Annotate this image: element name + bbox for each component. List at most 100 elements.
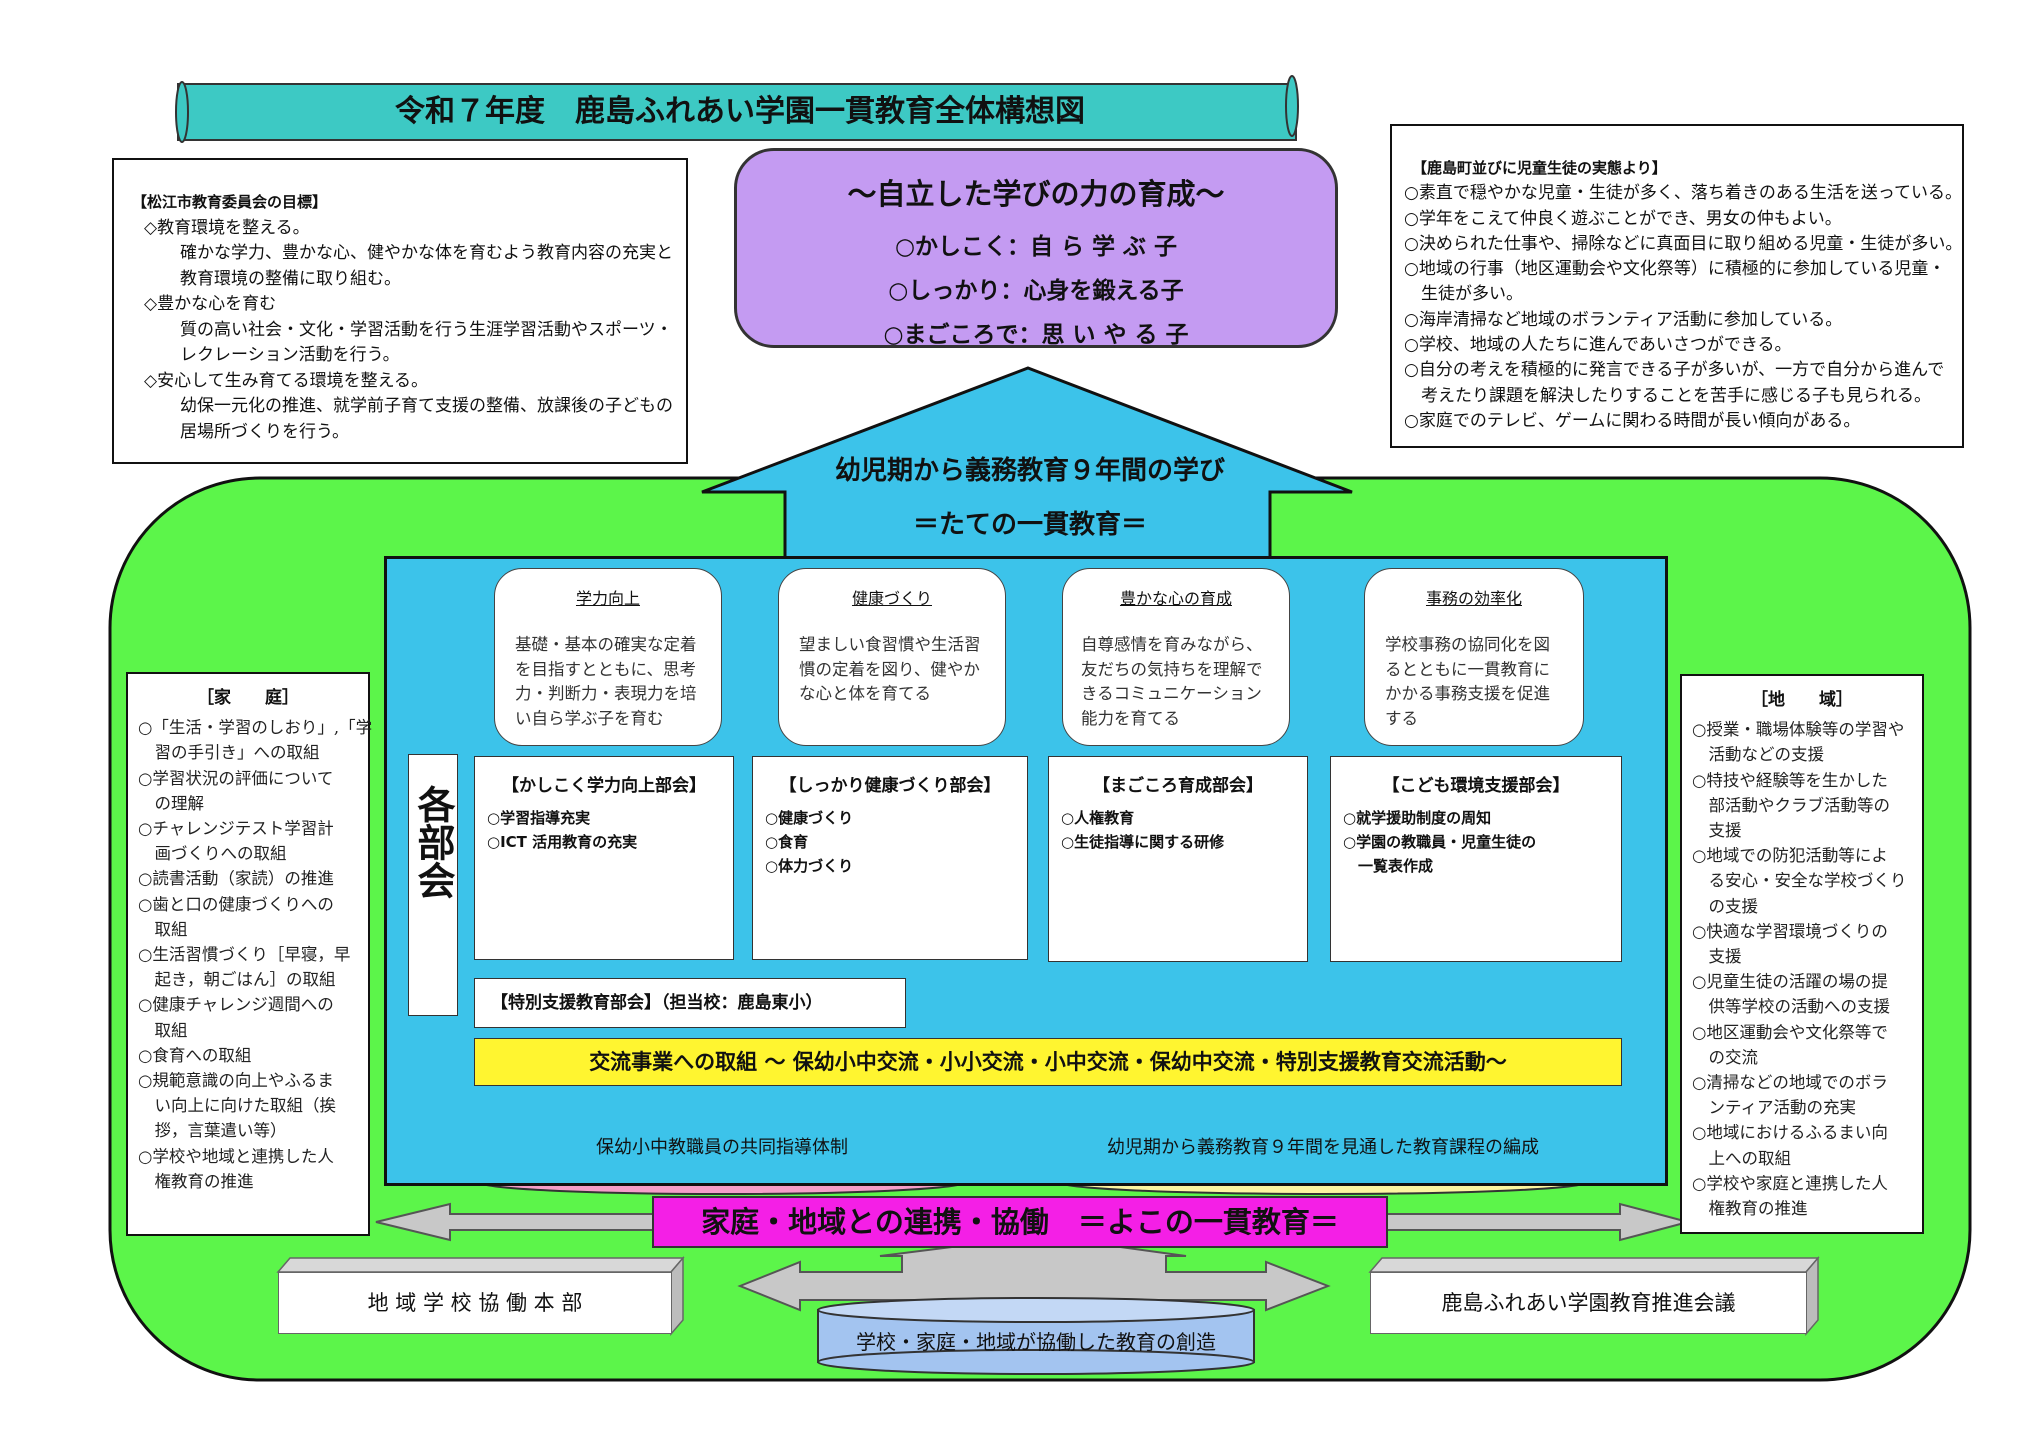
home-line: 取組 <box>138 919 188 939</box>
goal-line-1: ○かしこく：自 ら 学 ぶ 子 <box>894 234 1178 260</box>
bottom-cylinder-label: 学校・家庭・地域が協働した教育の創造 <box>856 1330 1216 1354</box>
town-status-line: ○学年をこえて仲良く遊ぶことができ、男女の仲もよい。 <box>1404 208 1842 229</box>
focus-card-line: るとともに一貫教育に <box>1385 659 1550 679</box>
home-line: ○歯と口の健康づくりへの <box>138 894 334 914</box>
committee-box: 【まごころ育成部会】 ○人権教育 ○生徒指導に関する研修 <box>1048 756 1308 962</box>
community-line: 支援 <box>1692 947 1742 967</box>
home-line: 起き，朝ごはん］の取組 <box>138 970 336 990</box>
committee-title: 【しっかり健康づくり部会】 <box>779 776 1001 796</box>
board-goal-line: 居場所づくりを行う。 <box>180 421 349 442</box>
arrow-line-1: 幼児期から義務教育９年間の学び <box>834 456 1225 486</box>
board-goal-line: 幼保一元化の推進、就学前子育て支援の整備、放課後の子どもの <box>180 396 673 416</box>
committee-item: ○健康づくり <box>765 809 854 827</box>
board-goal-line: ◇教育環境を整える。 <box>144 217 310 238</box>
focus-card-title: 健康づくり <box>851 589 932 608</box>
right-block: 鹿島ふれあい学園教育推進会議 <box>1370 1272 1807 1334</box>
focus-card-line: 学校事務の協同化を図 <box>1385 635 1550 654</box>
community-line: ○快適な学習環境づくりの <box>1692 921 1888 941</box>
focus-card: 豊かな心の育成 自尊感情を育みながら、 友だちの気持ちを理解で きるコミュニケー… <box>1062 568 1290 746</box>
cylinder-bottom-shape <box>817 1297 1255 1375</box>
board-goal-line: レクレーション活動を行う。 <box>180 345 400 365</box>
home-line: ○読書活動（家読）の推進 <box>138 869 334 889</box>
community-line: ○地区運動会や文化祭等で <box>1692 1022 1888 1042</box>
committee-title: 【かしこく学力向上部会】 <box>502 776 706 796</box>
committees-label: 各部会 <box>408 754 458 1016</box>
focus-card-line: い自ら学ぶ子を育む <box>515 708 664 728</box>
home-line: ○健康チャレンジ週間への <box>138 995 334 1015</box>
focus-card-line: 望ましい食習慣や生活習 <box>799 635 981 654</box>
home-line: ○チャレンジテスト学習計 <box>138 819 334 839</box>
committee-title: 【こども環境支援部会】 <box>1382 776 1570 796</box>
town-status-line: ○学校、地域の人たちに進んであいさつができる。 <box>1404 335 1792 356</box>
committee-box: 【こども環境支援部会】 ○就学援助制度の周知 ○学園の教職員・児童生徒の 一覧表… <box>1330 756 1622 962</box>
town-status-line: ○地域の行事（地区運動会や文化祭等）に積極的に参加している児童・ <box>1404 259 1946 280</box>
goal-heading: ～自立した学びの力の育成～ <box>847 177 1225 211</box>
community-line: ○清掃などの地域でのボラ <box>1692 1073 1888 1093</box>
committee-item: ○学園の教職員・児童生徒の <box>1343 833 1537 851</box>
committee-item: 一覧表作成 <box>1343 857 1434 875</box>
focus-card-line: 力・判断力・表現力を培 <box>515 684 697 703</box>
community-line: る安心・安全な学校づくり <box>1692 871 1907 891</box>
committee-item: ○就学援助制度の周知 <box>1343 809 1492 827</box>
focus-card: 学力向上 基礎・基本の確実な定着 を目指すとともに、思考 力・判断力・表現力を培… <box>494 568 722 746</box>
home-heading: ［家 庭］ <box>197 688 299 708</box>
community-line: ○地域におけるふるまい向 <box>1692 1123 1888 1143</box>
community-line: の交流 <box>1692 1047 1759 1067</box>
board-goal-line: 教育環境の整備に取り組む。 <box>180 268 401 289</box>
exchange-banner: 交流事業への取組 ～ 保幼小中交流・小小交流・小中交流・保幼中交流・特別支援教育… <box>474 1038 1622 1086</box>
community-line: 支援 <box>1692 821 1742 841</box>
home-line: 習の手引き」への取組 <box>138 743 320 763</box>
focus-card-line: かかる事務支援を促進 <box>1385 684 1550 703</box>
focus-card: 健康づくり 望ましい食習慣や生活習 慣の定着を図り、健やか な心と体を育てる <box>778 568 1006 746</box>
board-goal-line: 確かな学力、豊かな心、健やかな体を育むよう教育内容の充実と <box>180 243 673 263</box>
home-line: ○「生活・学習のしおり」,「学 <box>138 718 373 738</box>
board-goal-line: ◇安心して生み育てる環境を整える。 <box>144 370 429 391</box>
focus-card: 事務の効率化 学校事務の協同化を図 るとともに一貫教育に かかる事務支援を促進 … <box>1364 568 1584 746</box>
community-line: 権教育の推進 <box>1692 1199 1808 1219</box>
home-line: 画づくりへの取組 <box>138 844 287 864</box>
board-goals-heading: 【松江市教育委員会の目標】 <box>132 193 328 211</box>
community-box: ［地 域］ ○授業・職場体験等の学習や 活動などの支援 ○特技や経験等を生かした… <box>1680 674 1924 1234</box>
goal-line-2: ○しっかり：心身を鍛える子 <box>888 278 1184 304</box>
community-line: 供等学校の活動への支援 <box>1692 997 1891 1017</box>
committee-box: 【かしこく学力向上部会】 ○学習指導充実 ○ICT 活用教育の充実 <box>474 756 734 960</box>
arrow-line-2: ＝たての一貫教育＝ <box>912 510 1147 540</box>
committee-item: ○食育 <box>765 833 809 851</box>
community-line: 上への取組 <box>1692 1148 1792 1168</box>
special-committee-box: 【特別支援教育部会】（担当校：鹿島東小） <box>474 978 906 1028</box>
focus-card-line: 基礎・基本の確実な定着 <box>515 635 697 654</box>
town-status-box: 【鹿島町並びに児童生徒の実態より】 ○素直で穏やかな児童・生徒が多く、落ち着きの… <box>1390 124 1964 448</box>
town-status-line: ○素直で穏やかな児童・生徒が多く、落ち着きのある生活を送っている。 <box>1404 183 1962 204</box>
home-box: ［家 庭］ ○「生活・学習のしおり」,「学 習の手引き」への取組 ○学習状況の評… <box>126 672 373 1236</box>
home-line: の理解 <box>138 793 205 813</box>
focus-card-title: 学力向上 <box>575 589 640 608</box>
cylinder-left-label: 保幼小中教職員の共同指導体制 <box>596 1137 848 1158</box>
focus-card-line: する <box>1385 708 1418 728</box>
home-line: ○食育への取組 <box>138 1045 252 1065</box>
focus-card-title: 豊かな心の育成 <box>1119 589 1232 608</box>
cylinder-right-label: 幼児期から義務教育９年間を見通した教育課程の編成 <box>1107 1137 1539 1158</box>
home-line: 取組 <box>138 1020 188 1040</box>
focus-card-title: 事務の効率化 <box>1425 589 1522 608</box>
focus-card-line: 自尊感情を育みながら、 <box>1081 635 1263 654</box>
town-status-line: ○決められた仕事や、掃除などに真面目に取り組める児童・生徒が多い。 <box>1404 233 1963 254</box>
home-line: い向上に向けた取組（挨 <box>138 1096 337 1116</box>
left-block: 地 域 学 校 協 働 本 部 <box>278 1272 672 1334</box>
town-status-heading: 【鹿島町並びに児童生徒の実態より】 <box>1412 159 1667 177</box>
focus-card-line: 慣の定着を図り、健やか <box>799 659 980 679</box>
committee-item: ○学習指導充実 <box>487 809 591 827</box>
focus-card-line: 友だちの気持ちを理解で <box>1081 659 1263 679</box>
lower-arrow <box>737 1234 1331 1312</box>
horizontal-banner: 家庭・地域との連携・協働 ＝よこの一貫教育＝ <box>652 1196 1388 1248</box>
focus-card-line: な心と体を育てる <box>799 684 931 703</box>
focus-card-line: きるコミュニケーション <box>1081 684 1262 703</box>
community-heading: ［地 域］ <box>1751 690 1853 710</box>
page-title: 令和７年度 鹿島ふれあい学園一貫教育全体構想図 <box>395 94 1085 129</box>
community-line: 部活動やクラブ活動等の <box>1692 795 1891 815</box>
home-line: ○学校や地域と連携した人 <box>138 1146 334 1166</box>
committee-item: ○ICT 活用教育の充実 <box>487 833 638 851</box>
board-goals-box: 【松江市教育委員会の目標】 ◇教育環境を整える。 確かな学力、豊かな心、健やかな… <box>112 158 688 464</box>
focus-card-line: 能力を育てる <box>1081 708 1180 728</box>
town-status-line: ○海岸清掃など地域のボランティア活動に参加している。 <box>1404 309 1843 330</box>
home-line: 拶，言葉遣い等） <box>138 1121 287 1141</box>
